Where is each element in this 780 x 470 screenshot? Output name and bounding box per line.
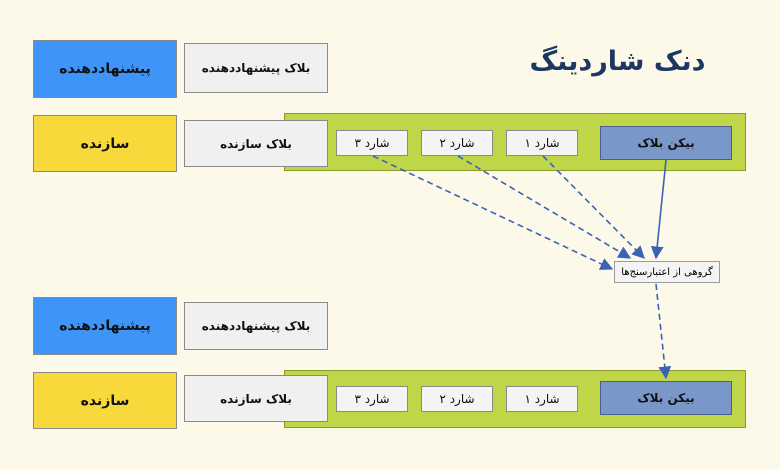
shard-3-bottom: شارد ۳ [336, 386, 408, 412]
builder-block-top: بلاک سازنده [184, 120, 328, 167]
beacon-block-top: بیکن بلاک [600, 126, 732, 160]
beacon-block-bottom: بیکن بلاک [600, 381, 732, 415]
diagram-title: دنک شاردینگ [529, 46, 706, 77]
arrow-validators-to-beacon-bottom [655, 283, 672, 380]
shard-1-top: شارد ۱ [506, 130, 578, 156]
arrow-shard2-to-validators [457, 155, 632, 259]
shard-2-top: شارد ۲ [421, 130, 493, 156]
proposer-role-bottom: پیشنهاددهنده [33, 297, 177, 355]
builder-role-bottom: سازنده [33, 372, 177, 429]
proposer-block-top: بلاک پیشنهاددهنده [184, 43, 328, 93]
builder-block-bottom: بلاک سازنده [184, 375, 328, 422]
shard-3-top: شارد ۳ [336, 130, 408, 156]
arrow-shard3-to-validators [372, 155, 614, 270]
shard-2-bottom: شارد ۲ [421, 386, 493, 412]
arrow-beacon-to-validators [650, 159, 667, 260]
validators-group: گروهی از اعتبارسنج‌ها [614, 261, 720, 283]
proposer-role-top: پیشنهاددهنده [33, 40, 177, 98]
proposer-block-bottom: بلاک پیشنهاددهنده [184, 302, 328, 350]
shard-1-bottom: شارد ۱ [506, 386, 578, 412]
builder-role-top: سازنده [33, 115, 177, 172]
arrow-shard1-to-validators [542, 155, 645, 259]
